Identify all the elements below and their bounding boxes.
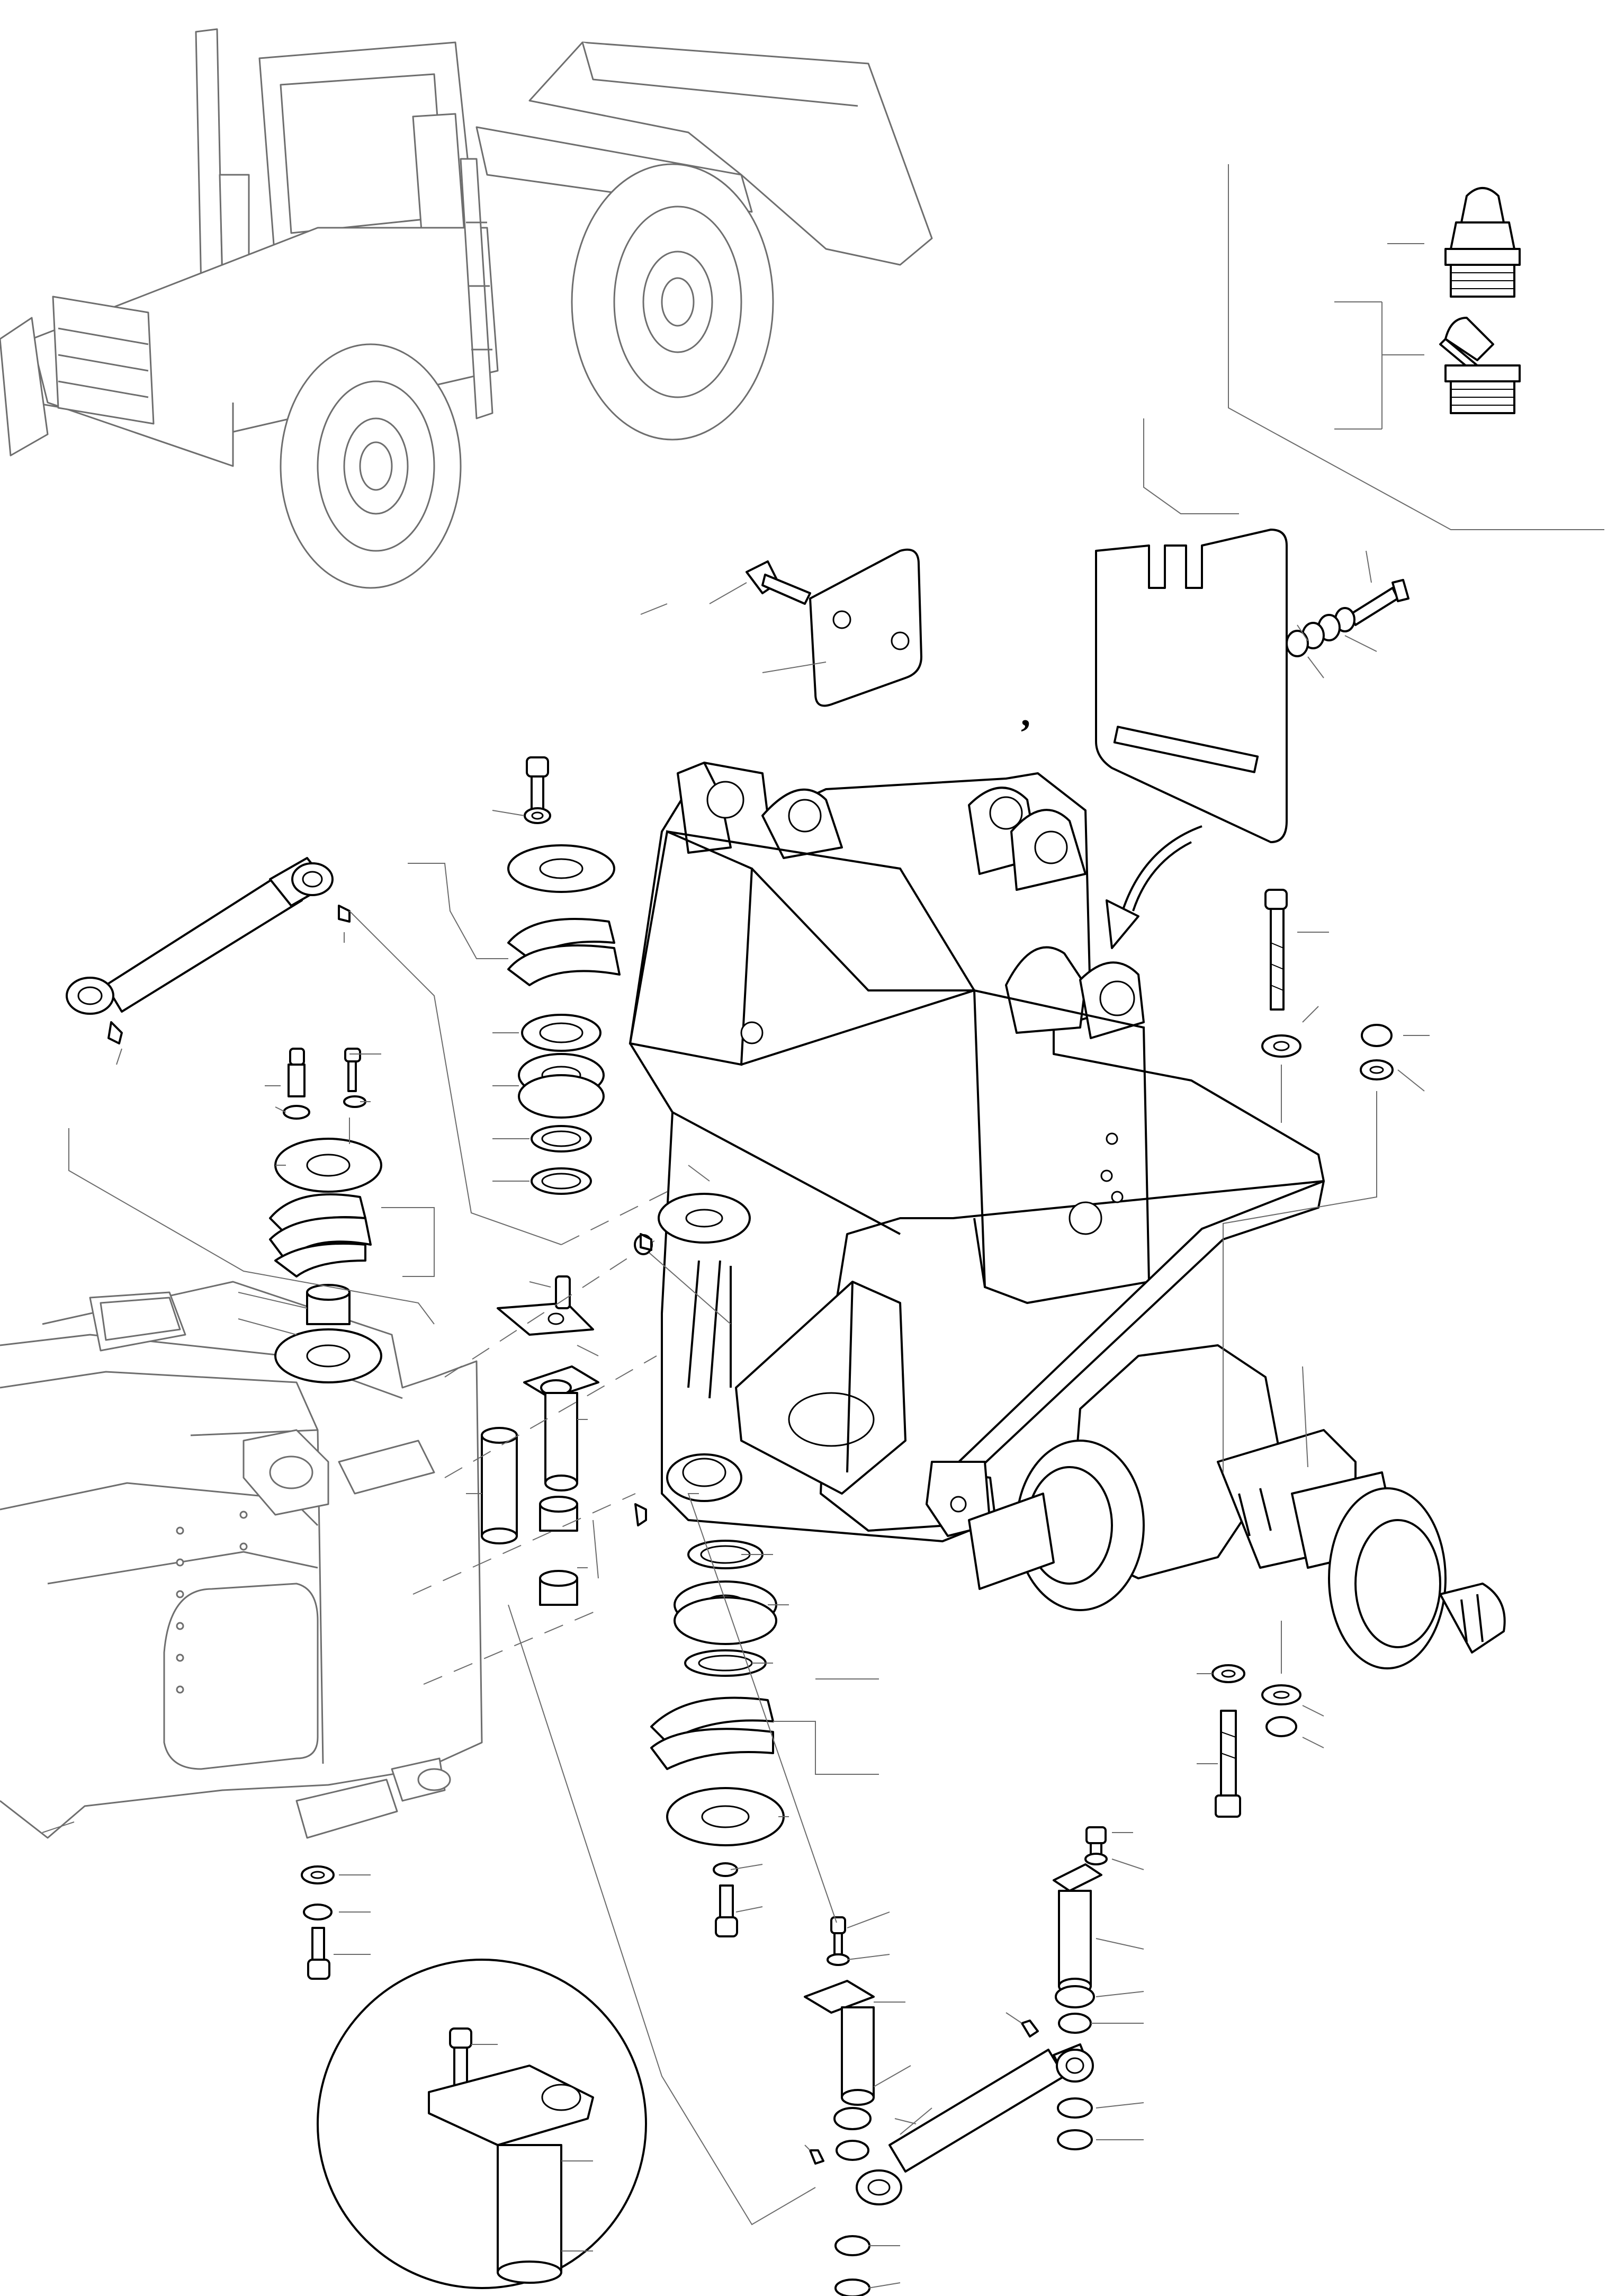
bearing-stack-lower	[650, 1540, 879, 1937]
assembly-direction-arrow	[1106, 825, 1202, 949]
rear-axle	[968, 1344, 1506, 1669]
grease-fitting-straight	[1387, 187, 1521, 298]
printed-comma: ,	[1021, 692, 1030, 734]
cover-plate	[640, 548, 922, 707]
bearing-stack-upper-center	[408, 756, 621, 1195]
lower-pin-right	[1053, 1826, 1144, 2150]
frame-bolt-right	[1223, 889, 1430, 1472]
wheel-loader-overview	[0, 28, 933, 589]
axle-bolt-lower-right	[1197, 1621, 1324, 1818]
front-frame	[0, 1281, 483, 1839]
steering-cylinder-upper	[66, 857, 562, 1245]
pin-detail	[317, 1959, 647, 2289]
lower-pin-center	[508, 1493, 911, 2296]
steering-cylinder-lower	[804, 2012, 1094, 2205]
shim-plate	[1095, 418, 1410, 843]
pivot-pins	[412, 1186, 731, 1685]
center-frame-bracket	[629, 762, 1325, 1542]
grease-fitting-angled	[1334, 301, 1521, 430]
bearing-stack-upper-left	[68, 1048, 435, 1383]
leader-line	[1228, 164, 1604, 530]
center-thrust-plate	[658, 1165, 751, 1244]
frame-bolt-left-lower	[301, 1865, 371, 1980]
frame-bolt-left-mid	[640, 1233, 652, 1251]
